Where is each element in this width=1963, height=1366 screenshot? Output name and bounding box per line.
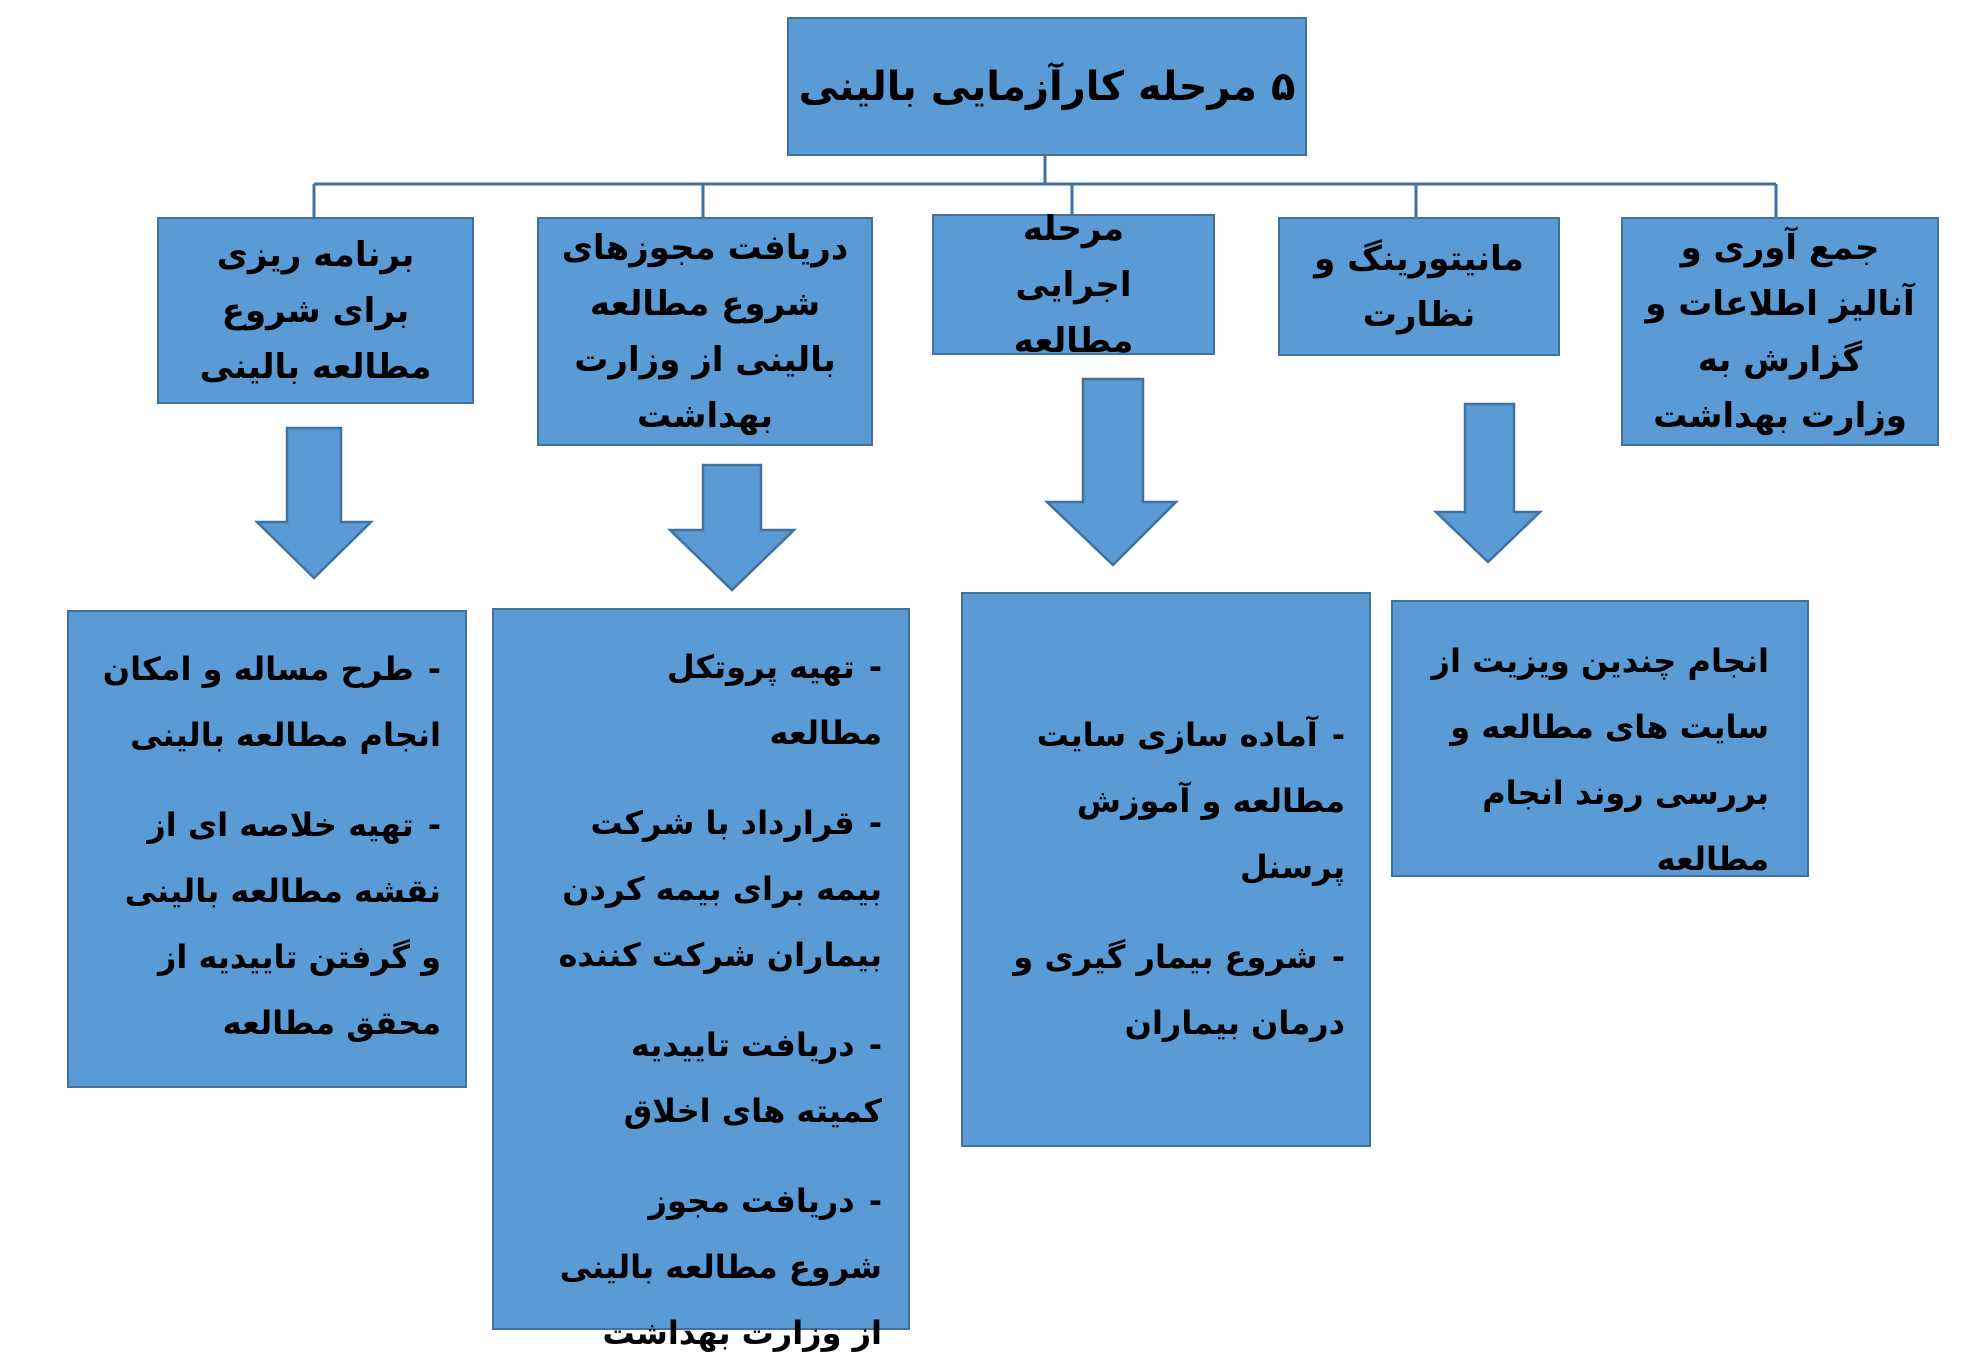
- detail-item-planning-2: -تهیه خلاصه ای از نقشه مطالعه بالینی و گ…: [101, 792, 441, 1056]
- detail-item-execution-2: -شروع بیمار گیری و درمان بیماران: [1005, 924, 1345, 1056]
- bullet-dash: -: [868, 804, 882, 842]
- stage-box-permits: دریافت مجوزهای شروع مطالعه بالینی از وزا…: [537, 217, 873, 446]
- detail-box-execution: -آماده سازی سایت مطالعه و آموزش پرسنل -ش…: [961, 592, 1371, 1147]
- detail-box-planning: -طرح مساله و امکان انجام مطالعه بالینی -…: [67, 610, 467, 1088]
- detail-box-monitoring: انجام چندین ویزیت از سایت های مطالعه و ب…: [1391, 600, 1809, 878]
- bullet-dash: -: [868, 648, 882, 686]
- detail-text-permits-1: تهیه پروتکل مطالعه: [666, 648, 882, 752]
- stage-box-monitoring: مانیتورینگ و نظارت: [1278, 217, 1560, 356]
- bullet-dash: -: [868, 1182, 882, 1220]
- stage-label-planning: برنامه ریزی برای شروع مطالعه بالینی: [199, 234, 432, 387]
- detail-text-permits-4: دریافت مجوز شروع مطالعه بالینی از وزارت …: [559, 1182, 882, 1352]
- stage-box-execution: مرحله اجرایی مطالعه: [932, 209, 1215, 361]
- bullet-dash: -: [427, 650, 441, 688]
- stage-box-planning: برنامه ریزی برای شروع مطالعه بالینی: [157, 217, 474, 404]
- detail-item-permits-4: -دریافت مجوز شروع مطالعه بالینی از وزارت…: [552, 1168, 882, 1366]
- stage-label-execution: مرحله اجرایی مطالعه: [1013, 208, 1134, 361]
- bullet-dash: -: [868, 1026, 882, 1064]
- detail-item-permits-2: -قرارداد با شرکت بیمه برای بیمه کردن بیم…: [552, 790, 883, 988]
- stage-label-reporting: جمع آوری و آنالیز اطلاعات و گزارش به وزا…: [1645, 227, 1915, 436]
- bullet-dash: -: [1331, 938, 1345, 976]
- stage-label-monitoring: مانیتورینگ و نظارت: [1314, 238, 1524, 335]
- bullet-dash: -: [1331, 716, 1345, 754]
- detail-text-execution-2: شروع بیمار گیری و درمان بیماران: [1013, 938, 1345, 1042]
- stage-label-permits: دریافت مجوزهای شروع مطالعه بالینی از وزا…: [561, 227, 849, 436]
- detail-text-permits-3: دریافت تاییدیه کمیته های اخلاق: [623, 1026, 882, 1130]
- down-arrow-planning: [253, 426, 375, 580]
- detail-item-execution-1: -آماده سازی سایت مطالعه و آموزش پرسنل: [995, 702, 1345, 900]
- title-box: ۵ مرحله کارآزمایی بالینی: [787, 17, 1307, 156]
- detail-item-permits-1: -تهیه پروتکل مطالعه: [552, 634, 882, 766]
- detail-text-planning-1: طرح مساله و امکان انجام مطالعه بالینی: [102, 650, 441, 754]
- bullet-dash: -: [427, 806, 441, 844]
- detail-box-permits: -تهیه پروتکل مطالعه -قرارداد با شرکت بیم…: [492, 608, 910, 1352]
- stage-box-reporting: جمع آوری و آنالیز اطلاعات و گزارش به وزا…: [1621, 217, 1939, 446]
- detail-item-permits-3: -دریافت تاییدیه کمیته های اخلاق: [552, 1012, 882, 1144]
- detail-item-planning-1: -طرح مساله و امکان انجام مطالعه بالینی: [101, 636, 441, 768]
- diagram-title: ۵ مرحله کارآزمایی بالینی: [798, 63, 1296, 110]
- detail-text-permits-2: قرارداد با شرکت بیمه برای بیمه کردن بیما…: [558, 804, 883, 974]
- down-arrow-permits: [666, 463, 798, 592]
- connectors-layer: [253, 156, 1778, 592]
- detail-text-monitoring: انجام چندین ویزیت از سایت های مطالعه و ب…: [1431, 642, 1769, 878]
- detail-text-execution-1: آماده سازی سایت مطالعه و آموزش پرسنل: [1036, 716, 1345, 886]
- org-connectors: [312, 156, 1778, 217]
- detail-text-planning-2: تهیه خلاصه ای از نقشه مطالعه بالینی و گر…: [124, 806, 441, 1042]
- down-arrow-monitoring: [1432, 402, 1544, 564]
- down-arrow-execution: [1043, 377, 1180, 567]
